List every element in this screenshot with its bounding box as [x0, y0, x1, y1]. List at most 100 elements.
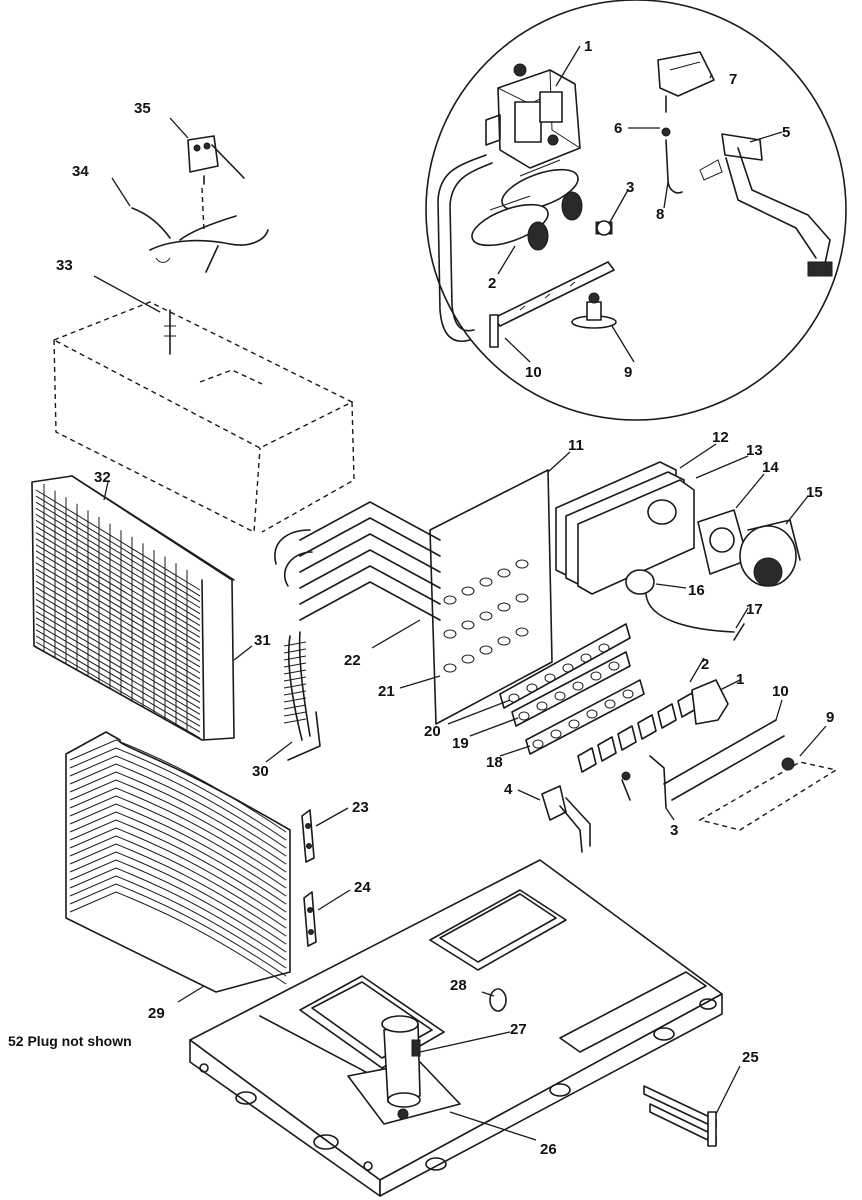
- leader-1b: [719, 679, 741, 691]
- coil-fin-line: [35, 611, 201, 709]
- leader-16: [655, 583, 687, 589]
- callout-22: 22: [344, 652, 361, 669]
- wrap-fin-line: [69, 795, 287, 889]
- leader-33: [93, 275, 161, 313]
- leader-15: [785, 495, 809, 525]
- rail-hole: [608, 661, 620, 671]
- callout-9: 9: [624, 364, 632, 381]
- leader-2b: [689, 657, 705, 683]
- leader-14: [735, 473, 765, 509]
- callout-4: 4: [504, 781, 513, 798]
- rail-hole: [550, 729, 562, 739]
- spring-rung: [283, 718, 307, 724]
- burner-element: [637, 714, 657, 740]
- burner-rails-part: [499, 623, 645, 755]
- spring-rung: [283, 690, 307, 696]
- callout-8: 8: [656, 206, 664, 223]
- wrap-fin-line: [69, 811, 287, 905]
- exchanger-tube: [299, 501, 441, 541]
- wrap-fin-line: [69, 771, 287, 865]
- wrap-fins: [69, 739, 287, 985]
- plug-not-shown-note: 52 Plug not shown: [8, 1033, 132, 1049]
- inducer-panels-part: [555, 461, 695, 595]
- coil-fin-line: [35, 556, 201, 656]
- callout-27: 27: [510, 1021, 527, 1038]
- leader-12: [679, 443, 717, 469]
- inducer-motor-part: [739, 519, 801, 587]
- detail-inset: [425, 0, 847, 421]
- callout-10-lower: 10: [772, 683, 789, 700]
- leader-28: [481, 991, 495, 997]
- callout-16: 16: [688, 582, 705, 599]
- coil-fin-line: [35, 538, 201, 638]
- spring-rung: [283, 669, 307, 675]
- exchanger-tube: [299, 581, 441, 621]
- coil-fin-line: [35, 544, 201, 644]
- spring-rung: [283, 711, 307, 717]
- callout-1-lower: 1: [736, 671, 744, 688]
- callout-11: 11: [568, 437, 584, 454]
- wrap-fin-line: [69, 859, 287, 953]
- wrap-fin-line: [69, 867, 287, 961]
- wrap-fin-line: [69, 747, 287, 841]
- blower-motor-part: [131, 135, 269, 273]
- coil-fin-line: [35, 513, 201, 615]
- coil-fin-line: [35, 605, 201, 703]
- callout-30: 30: [252, 763, 269, 780]
- callout-25: 25: [742, 1049, 759, 1066]
- coil-fin-line: [35, 519, 201, 621]
- spring-rung: [283, 662, 307, 668]
- leader-20: [447, 699, 511, 725]
- callout-24: 24: [354, 879, 371, 896]
- callout-14: 14: [762, 459, 779, 476]
- callout-31: 31: [254, 632, 271, 649]
- exchanger-hole: [479, 645, 493, 655]
- callout-32: 32: [94, 469, 111, 486]
- burner-element: [577, 747, 597, 773]
- callout-labels: 1 7 6 5 3 8 2 10 9 35 34 33 11 12 13 14 …: [8, 38, 834, 1158]
- callout-5: 5: [782, 124, 790, 141]
- leader-21: [399, 675, 441, 689]
- callout-23: 23: [352, 799, 369, 816]
- leader-34: [111, 177, 131, 207]
- callout-15: 15: [806, 484, 823, 501]
- exchanger-hole: [443, 629, 457, 639]
- rail-hole: [598, 643, 610, 653]
- wrap-fin-line: [69, 755, 287, 849]
- callout-29: 29: [148, 1005, 165, 1022]
- pressure-switch-part: [625, 569, 745, 641]
- gas-tube: [437, 154, 487, 342]
- exchanger-hole: [443, 663, 457, 673]
- leader-4: [517, 789, 541, 801]
- wrap-fin-line: [69, 891, 287, 985]
- callout-17: 17: [746, 601, 763, 618]
- leader-27: [419, 1031, 511, 1053]
- exchanger-hole: [461, 654, 475, 664]
- coil-fin-line: [35, 507, 201, 609]
- spring-rung: [283, 641, 307, 647]
- wrap-fin-line: [69, 763, 287, 857]
- rail-hole: [580, 653, 592, 663]
- rail-hole: [604, 699, 616, 709]
- orifice-part: [595, 220, 613, 236]
- callout-3: 3: [626, 179, 634, 196]
- rail-hole: [590, 671, 602, 681]
- exchanger-hole: [515, 559, 529, 569]
- bracket-24-part: [303, 891, 317, 947]
- coil-fin-line: [35, 489, 201, 591]
- exchanger-hole: [497, 636, 511, 646]
- coil-fin-line: [35, 568, 201, 668]
- leader-11: [547, 451, 571, 473]
- callout-2: 2: [488, 275, 496, 292]
- coil-fin-line: [35, 617, 201, 715]
- wrap-fin-line: [69, 787, 287, 881]
- coil-fin-line: [35, 629, 201, 727]
- leader-18: [499, 745, 531, 757]
- flame-sensor-part: [571, 292, 617, 329]
- callout-34: 34: [72, 163, 89, 180]
- coil-fin-line: [35, 501, 201, 603]
- exchanger-hole: [461, 620, 475, 630]
- drain-tube-part: [283, 631, 321, 761]
- leader-30: [265, 741, 293, 763]
- callout-1: 1: [584, 38, 592, 55]
